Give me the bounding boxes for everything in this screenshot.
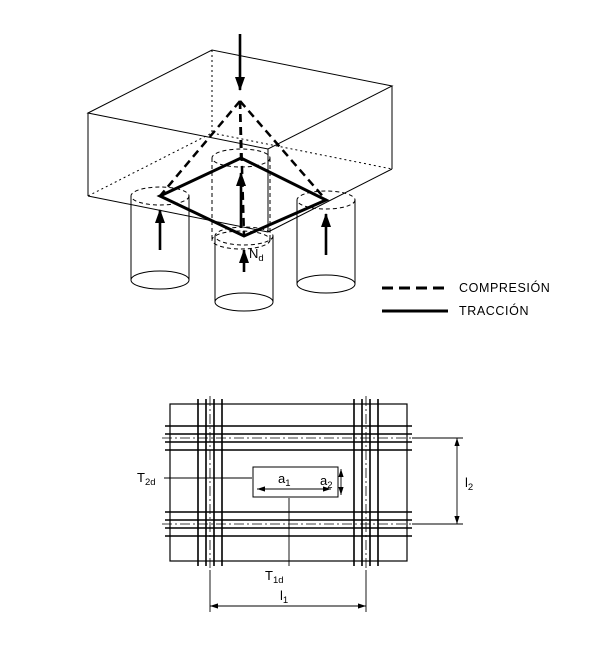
label-t1d: T1d: [265, 498, 290, 586]
pile-reaction-arrows: [155, 172, 331, 272]
dim-a2: a2: [320, 469, 344, 495]
tension-tie-ring: [156, 156, 330, 238]
t1d-text: T1d: [265, 568, 284, 586]
dim-a2-label: a2: [320, 473, 333, 491]
pile-front-bottom-ellipse: [214, 292, 274, 312]
pile-cap-box: [86, 49, 394, 233]
dim-l1-label: l1: [280, 588, 288, 606]
pile-right-bottom-ellipse: [296, 274, 356, 294]
plan-reinforcement-view: a1 a2 T2d T1d l2 l1: [137, 396, 473, 612]
legend: COMPRESIÓN TRACCIÓN: [382, 280, 550, 318]
cap-hidden-edge-back-left: [87, 132, 213, 197]
dim-a1-label: a1: [278, 471, 291, 489]
cap-bottom-front-right: [267, 168, 393, 233]
compression-struts: [159, 100, 327, 237]
dim-l2-label: l2: [465, 475, 473, 493]
pile-left: [130, 186, 190, 290]
load-label-nd: Nd: [249, 246, 264, 264]
legend-compression-label: COMPRESIÓN: [459, 280, 550, 295]
label-t2d: T2d: [137, 470, 252, 488]
rebar-band-vertical-right: [353, 399, 379, 566]
dim-l1: l1: [209, 570, 367, 612]
rebar-band-horizontal-top: [165, 425, 412, 451]
column-outline: [252, 466, 339, 498]
t2d-text: T2d: [137, 470, 156, 488]
cap-hidden-edge-back-right: [211, 132, 393, 170]
pile-front: [214, 226, 274, 312]
strut-to-right-pile: [239, 100, 327, 201]
cap-bottom-front-left: [87, 195, 269, 233]
legend-traction-label: TRACCIÓN: [459, 303, 529, 318]
strut-to-left-pile: [159, 100, 241, 197]
strut-to-front-pile: [238, 100, 246, 237]
pile-axis-centerlines: [162, 396, 415, 569]
pile-left-bottom-ellipse: [130, 270, 190, 290]
pile-cap-outline: [169, 403, 408, 562]
rebar-band-horizontal-bottom: [165, 511, 412, 537]
isometric-pile-cap-view: Nd: [86, 34, 394, 312]
dim-a1: a1: [257, 471, 331, 492]
rebar-band-vertical-left: [197, 399, 223, 566]
dim-l2: l2: [412, 437, 473, 525]
